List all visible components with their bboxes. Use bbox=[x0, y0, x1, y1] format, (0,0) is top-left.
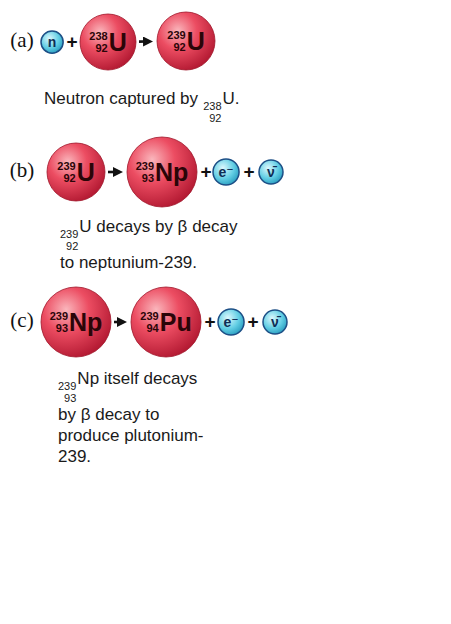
mass-number: 239 bbox=[140, 310, 158, 322]
atomic-number: 92 bbox=[209, 113, 221, 125]
circle-shape bbox=[80, 14, 136, 70]
particle-symbol: e⁻ bbox=[218, 164, 233, 180]
circle-shape bbox=[263, 310, 287, 334]
atomic-number: 94 bbox=[146, 322, 158, 334]
particle-circle: ν̄ bbox=[258, 159, 284, 185]
nucleus-circle: 23993Np bbox=[126, 136, 198, 208]
mass-number: 239 bbox=[50, 310, 68, 322]
mass-number: 239 bbox=[57, 160, 75, 172]
panel-letter: (a) bbox=[10, 28, 33, 53]
panel-letter: (c) bbox=[10, 308, 33, 333]
mass-number: 239 bbox=[60, 229, 78, 241]
atomic-number: 92 bbox=[173, 41, 185, 53]
circle-shape bbox=[41, 31, 63, 53]
plus-sign: + bbox=[204, 311, 215, 333]
mass-number: 239 bbox=[136, 160, 154, 172]
element-symbol: Np bbox=[155, 158, 188, 186]
element-symbol: Pu bbox=[160, 308, 192, 336]
circle-shape bbox=[213, 159, 239, 185]
node-content: n bbox=[48, 34, 57, 50]
plus-sign: + bbox=[247, 311, 258, 333]
element-symbol: U bbox=[109, 28, 127, 56]
particle-circle: ν̄ bbox=[262, 309, 288, 335]
atomic-number: 92 bbox=[63, 172, 75, 184]
element-symbol: U bbox=[187, 27, 205, 55]
mass-number: 239 bbox=[58, 381, 76, 393]
node-content: ν̄ bbox=[271, 314, 279, 330]
nucleus-circle: 23994Pu bbox=[130, 286, 202, 358]
circle-shape bbox=[131, 287, 201, 357]
nuclide-numbers: 23992 bbox=[60, 229, 78, 252]
particle-circle: e⁻ bbox=[217, 308, 245, 336]
particle-symbol: ν̄ bbox=[271, 314, 279, 330]
nuclide-numbers: 23892 bbox=[203, 101, 221, 124]
mass-number: 239 bbox=[167, 29, 185, 41]
element-symbol: U bbox=[77, 158, 95, 186]
circle-shape bbox=[218, 309, 244, 335]
particle-circle: e⁻ bbox=[212, 158, 240, 186]
atomic-number: 92 bbox=[95, 42, 107, 54]
circle-shape bbox=[127, 137, 197, 207]
reaction-arrow bbox=[139, 40, 145, 43]
reaction-arrow bbox=[114, 321, 119, 324]
nuclide-numbers: 23994 bbox=[140, 310, 158, 334]
mass-number: 238 bbox=[89, 30, 107, 42]
nucleus-circle: 23993Np bbox=[40, 286, 112, 358]
nucleus-circle: 23992U bbox=[156, 11, 216, 71]
circle-shape bbox=[157, 12, 215, 70]
caption-text: Np itself decays by β decay to produce p… bbox=[58, 369, 204, 466]
reaction-arrow bbox=[108, 171, 115, 174]
particle-symbol: ν̄ bbox=[267, 164, 275, 180]
panel-caption: Neutron captured by 23892U. bbox=[44, 88, 424, 124]
atomic-number: 92 bbox=[66, 241, 78, 253]
particle-symbol: e⁻ bbox=[223, 314, 238, 330]
circle-outline bbox=[46, 142, 106, 202]
circle-shape bbox=[47, 143, 105, 201]
nuclide-numbers: 23992 bbox=[57, 160, 75, 184]
mass-number: 238 bbox=[203, 101, 221, 113]
plus-sign: + bbox=[66, 31, 77, 53]
node-content: 23892U bbox=[89, 28, 126, 56]
atomic-number: 93 bbox=[64, 393, 76, 405]
nucleus-circle: 23992U bbox=[46, 142, 106, 202]
plus-sign: + bbox=[200, 161, 211, 183]
nuclide-numbers: 23992 bbox=[167, 29, 185, 53]
node-content: 23993Np bbox=[50, 308, 103, 336]
atomic-number: 93 bbox=[56, 322, 68, 334]
circle-shape bbox=[41, 287, 111, 357]
panel-letter: (b) bbox=[10, 158, 35, 183]
caption-text: Neutron captured by bbox=[44, 89, 198, 108]
node-content: 23992U bbox=[57, 158, 94, 186]
caption-text: U. bbox=[223, 89, 240, 108]
node-content: ν̄ bbox=[267, 164, 275, 180]
nuclide-numbers: 23892 bbox=[89, 30, 107, 54]
circle-outline bbox=[79, 13, 137, 71]
node-content: 23992U bbox=[167, 27, 204, 55]
panel-caption: 23992U decays by β decay to neptunium-23… bbox=[60, 216, 240, 273]
panel-caption: 23993Np itself decays by β decay to prod… bbox=[58, 368, 218, 467]
node-content: 23994Pu bbox=[140, 308, 191, 336]
plus-sign: + bbox=[243, 161, 254, 183]
node-content: e⁻ bbox=[223, 314, 238, 330]
caption-text: U decays by β decay to neptunium-239. bbox=[60, 217, 238, 272]
particle-circle: n bbox=[40, 30, 64, 54]
nuclide-numbers: 23993 bbox=[58, 381, 76, 404]
nuclide-numbers: 23993 bbox=[136, 160, 154, 184]
atomic-number: 93 bbox=[142, 172, 154, 184]
circle-shape bbox=[259, 160, 283, 184]
nuclide-numbers: 23993 bbox=[50, 310, 68, 334]
node-content: 23993Np bbox=[136, 158, 189, 186]
circle-outline bbox=[156, 11, 216, 71]
element-symbol: Np bbox=[69, 308, 102, 336]
nucleus-circle: 23892U bbox=[79, 13, 137, 71]
node-content: e⁻ bbox=[218, 164, 233, 180]
particle-symbol: n bbox=[48, 34, 57, 50]
